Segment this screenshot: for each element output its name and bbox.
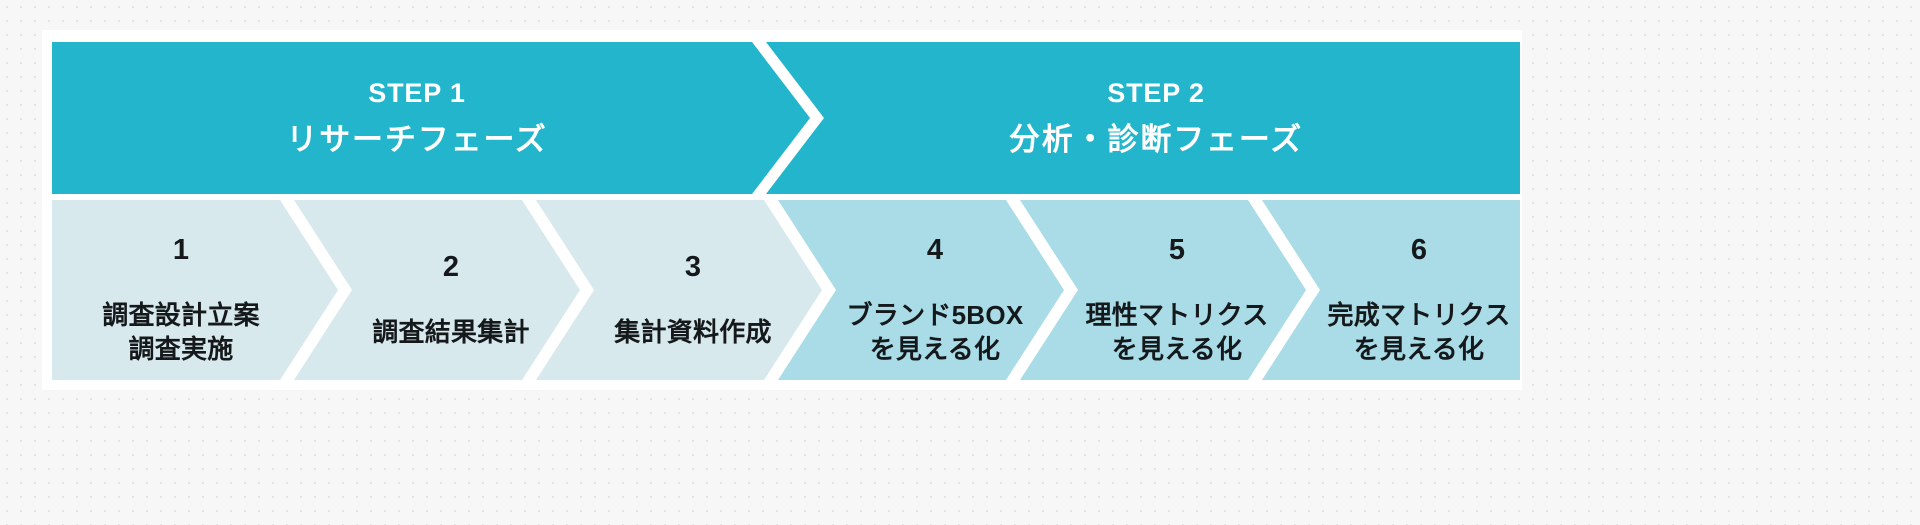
step-label: 調査設計立案 調査実施 (102, 299, 260, 364)
phase-header-row: STEP 1 リサーチフェーズ STEP 2 分析・診断フェーズ (52, 42, 1520, 194)
step-label: ブランド5BOX を見える化 (846, 299, 1024, 364)
phase-name: リサーチフェーズ (286, 121, 548, 157)
step-item-1[interactable]: 1 調査設計立案 調査実施 (52, 200, 310, 380)
step-item-6[interactable]: 6 完成マトリクス を見える化 (1290, 200, 1548, 380)
phase-kicker: STEP 1 (368, 78, 466, 109)
step-number: 3 (684, 250, 702, 283)
step-number: 4 (926, 233, 944, 266)
step-number: 2 (442, 250, 460, 283)
step-label: 調査結果集計 (372, 316, 530, 347)
phase-header-step-2[interactable]: STEP 2 分析・診断フェーズ (792, 42, 1520, 194)
step-number: 1 (172, 233, 190, 266)
step-number: 5 (1168, 233, 1186, 266)
step-item-2[interactable]: 2 調査結果集計 (322, 200, 580, 380)
step-item-3[interactable]: 3 集計資料作成 (564, 200, 822, 380)
step-label: 完成マトリクス を見える化 (1327, 299, 1511, 364)
phase-kicker: STEP 2 (1107, 78, 1205, 109)
phase-header-shapes (52, 42, 1520, 194)
step-item-4[interactable]: 4 ブランド5BOX を見える化 (806, 200, 1064, 380)
step-number: 6 (1410, 233, 1428, 266)
phase-name: 分析・診断フェーズ (1008, 121, 1304, 157)
step-chevron-shapes (52, 200, 1520, 380)
step-row: 1 調査設計立案 調査実施 2 調査結果集計 3 集計資料作成 4 ブランド5B… (52, 200, 1520, 380)
step-label: 理性マトリクス を見える化 (1085, 299, 1269, 364)
step-item-5[interactable]: 5 理性マトリクス を見える化 (1048, 200, 1306, 380)
phase-header-step-1[interactable]: STEP 1 リサーチフェーズ (52, 42, 782, 194)
step-label: 集計資料作成 (614, 316, 772, 347)
